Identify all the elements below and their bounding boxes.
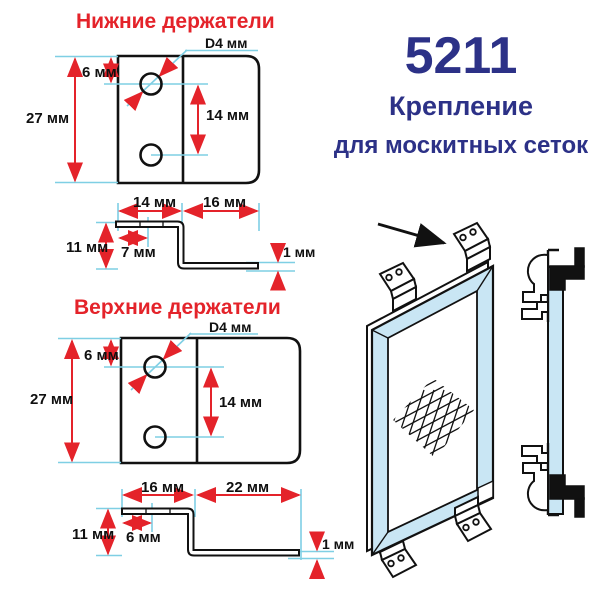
dim-upper-thickness: 1 мм: [322, 536, 354, 552]
upper-hole-top: [143, 355, 167, 379]
dim-upper-profile-height: 11 мм: [72, 526, 114, 543]
lower-profile-dim-arrows: [98, 203, 286, 291]
lower-holders-title: Нижние держатели: [76, 10, 275, 33]
dim-lower-top-flange: 14 мм: [133, 194, 176, 211]
dim-lower-hole-offset: 6 мм: [82, 64, 117, 81]
upper-profile-outline: [121, 507, 300, 557]
dim-upper-bottom-flange: 22 мм: [226, 479, 269, 496]
dim-upper-top-flange: 16 мм: [141, 479, 184, 496]
dim-upper-inner-offset: 6 мм: [126, 529, 161, 546]
upper-profile-dim-arrows: [100, 487, 325, 579]
upper-front-dim-arrows: [64, 339, 219, 463]
dim-upper-hole-diameter: D4 мм: [209, 319, 252, 335]
dim-lower-profile-height: 11 мм: [66, 239, 108, 256]
lower-hole-bottom: [139, 143, 163, 167]
upper-holders-title: Верхние держатели: [74, 296, 281, 319]
frame-section-view: [520, 246, 586, 519]
dim-lower-inner-offset: 7 мм: [121, 244, 156, 261]
dim-lower-thickness: 1 мм: [283, 244, 315, 260]
product-subtitle-line2: для москитных сеток: [333, 132, 589, 159]
dim-upper-hole-spacing: 14 мм: [219, 394, 262, 411]
lower-profile-view: 14 мм 16 мм 11 мм 7 мм 1 мм: [66, 194, 315, 291]
product-branding: 5211 Крепление для москитных сеток: [330, 30, 592, 160]
upper-hole-bottom: [143, 425, 167, 449]
bracket-upper-left: [378, 261, 418, 313]
frame-illustration: [366, 221, 586, 579]
dim-upper-hole-offset: 6 мм: [84, 347, 119, 364]
dim-upper-total-height: 27 мм: [30, 391, 73, 408]
pointer-arrow-icon: [377, 222, 447, 248]
dim-lower-hole-spacing: 14 мм: [206, 107, 249, 124]
bracket-upper-right: [452, 221, 492, 273]
upper-profile-view: 16 мм 22 мм 11 мм 6 мм 1 мм: [72, 479, 354, 579]
lower-hole-top: [139, 72, 163, 96]
bracket-lower-right: [453, 495, 493, 543]
lower-front-view: 27 мм 6 мм 14 мм D4 мм: [26, 35, 261, 185]
dim-lower-hole-diameter: D4 мм: [205, 35, 248, 51]
lower-front-dim-arrows: [67, 56, 206, 183]
product-subtitle-line1: Крепление: [388, 91, 534, 121]
dim-lower-total-height: 27 мм: [26, 110, 69, 127]
dim-lower-bottom-flange: 16 мм: [203, 194, 246, 211]
product-code: 5211: [404, 27, 518, 85]
upper-front-view: 27 мм 6 мм 14 мм D4 мм: [30, 319, 302, 465]
lower-profile-outline: [115, 220, 259, 270]
